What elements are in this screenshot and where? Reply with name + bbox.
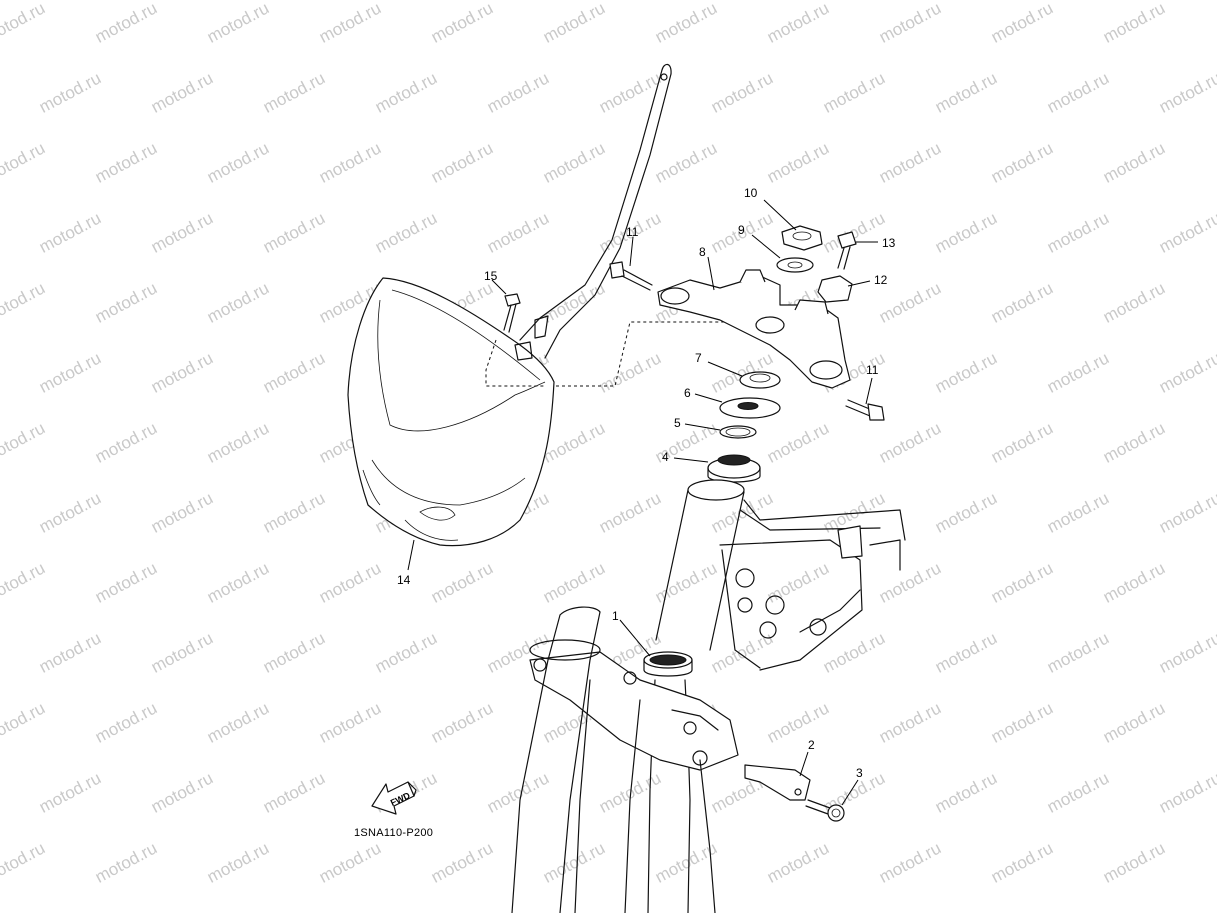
bolt-part-11-lower (845, 399, 885, 421)
bearing-part-4 (707, 454, 761, 483)
lower-bracket-and-forks (511, 606, 739, 913)
callout-8: 8 (699, 245, 706, 259)
number-plate-part-14 (347, 63, 749, 547)
callout-10: 10 (744, 186, 758, 200)
callout-11-lower: 11 (866, 363, 879, 377)
bolt-part-11-upper (609, 261, 653, 291)
callout-4: 4 (662, 450, 669, 464)
bolt-part-15 (503, 293, 521, 333)
callout-9: 9 (738, 223, 745, 237)
diagram-code: 1SNA110-P200 (354, 827, 433, 839)
callout-11-upper: 11 (626, 225, 639, 239)
callout-1: 1 (612, 609, 619, 623)
washer-part-5 (719, 425, 757, 439)
callout-14: 14 (397, 573, 411, 587)
bearing-part-1 (643, 651, 693, 677)
callout-15: 15 (484, 269, 498, 283)
frame (655, 479, 906, 671)
callout-labels: 10 9 8 11 13 12 15 7 6 5 4 11 14 1 2 3 (397, 186, 896, 780)
bolt-part-3 (805, 799, 845, 822)
ring-nut-part-7 (739, 371, 781, 389)
clamp-part-12 (817, 275, 853, 303)
upper-bracket-part-8 (657, 269, 851, 389)
fwd-arrow-icon: FWD (371, 781, 417, 815)
callout-13: 13 (882, 236, 896, 250)
callout-5: 5 (674, 416, 681, 430)
callout-7: 7 (695, 351, 702, 365)
washer-part-6 (719, 397, 781, 419)
callout-3: 3 (856, 766, 863, 780)
holder-part-2 (744, 764, 811, 801)
washer-part-9 (776, 257, 814, 273)
leader-lines (407, 199, 878, 806)
callout-2: 2 (808, 738, 815, 752)
callout-6: 6 (684, 386, 691, 400)
nut-part-10 (781, 225, 823, 251)
callout-12: 12 (874, 273, 888, 287)
bolt-part-13 (837, 231, 857, 270)
